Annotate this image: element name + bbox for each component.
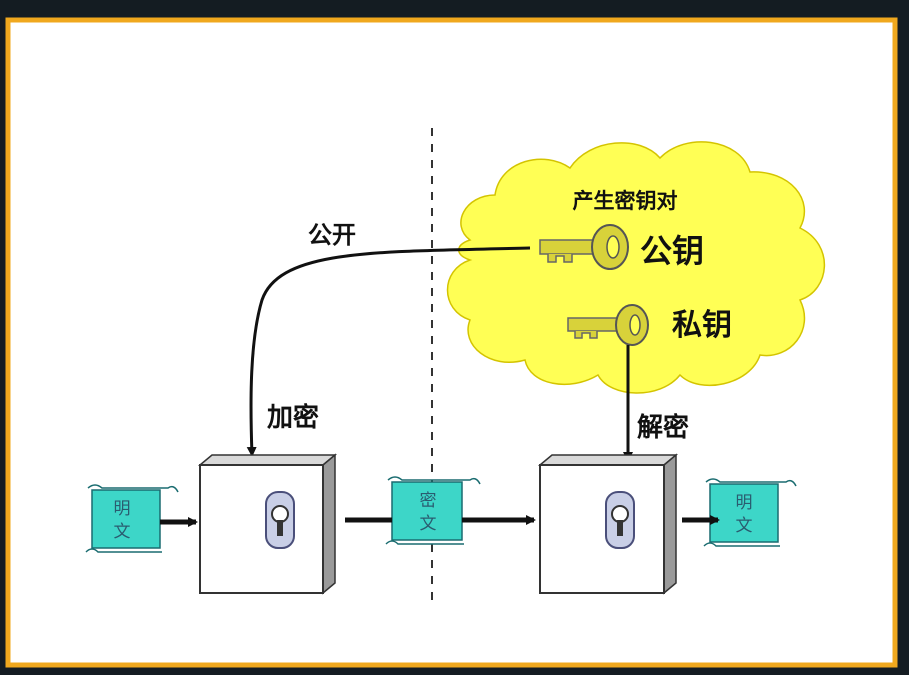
private-key-icon <box>567 304 649 346</box>
cloud-title: 产生密钥对 <box>573 189 678 213</box>
private-key-label: 私钥 <box>672 308 732 343</box>
plaintext-left-line1: 明 <box>114 499 131 519</box>
key-generation-cloud <box>446 141 826 394</box>
encrypt-box <box>197 453 338 595</box>
encrypt-label: 加密 <box>267 402 319 433</box>
lock-icon <box>265 491 295 549</box>
ciphertext-line1: 密 <box>420 491 437 511</box>
decrypt-box <box>537 453 679 595</box>
plaintext-left-scroll <box>85 484 179 553</box>
plaintext-right-line2: 文 <box>736 516 753 536</box>
ciphertext-scroll <box>385 476 481 545</box>
publish-arrow <box>246 246 531 457</box>
decrypt-label: 解密 <box>637 412 689 443</box>
public-key-icon <box>539 224 629 270</box>
ciphertext-line2: 文 <box>420 514 437 534</box>
lock-icon <box>605 491 635 549</box>
plaintext-left-line2: 文 <box>114 522 131 542</box>
plaintext-right-line1: 明 <box>736 493 753 513</box>
public-key-label: 公钥 <box>640 232 704 270</box>
publish-label: 公开 <box>308 221 356 249</box>
